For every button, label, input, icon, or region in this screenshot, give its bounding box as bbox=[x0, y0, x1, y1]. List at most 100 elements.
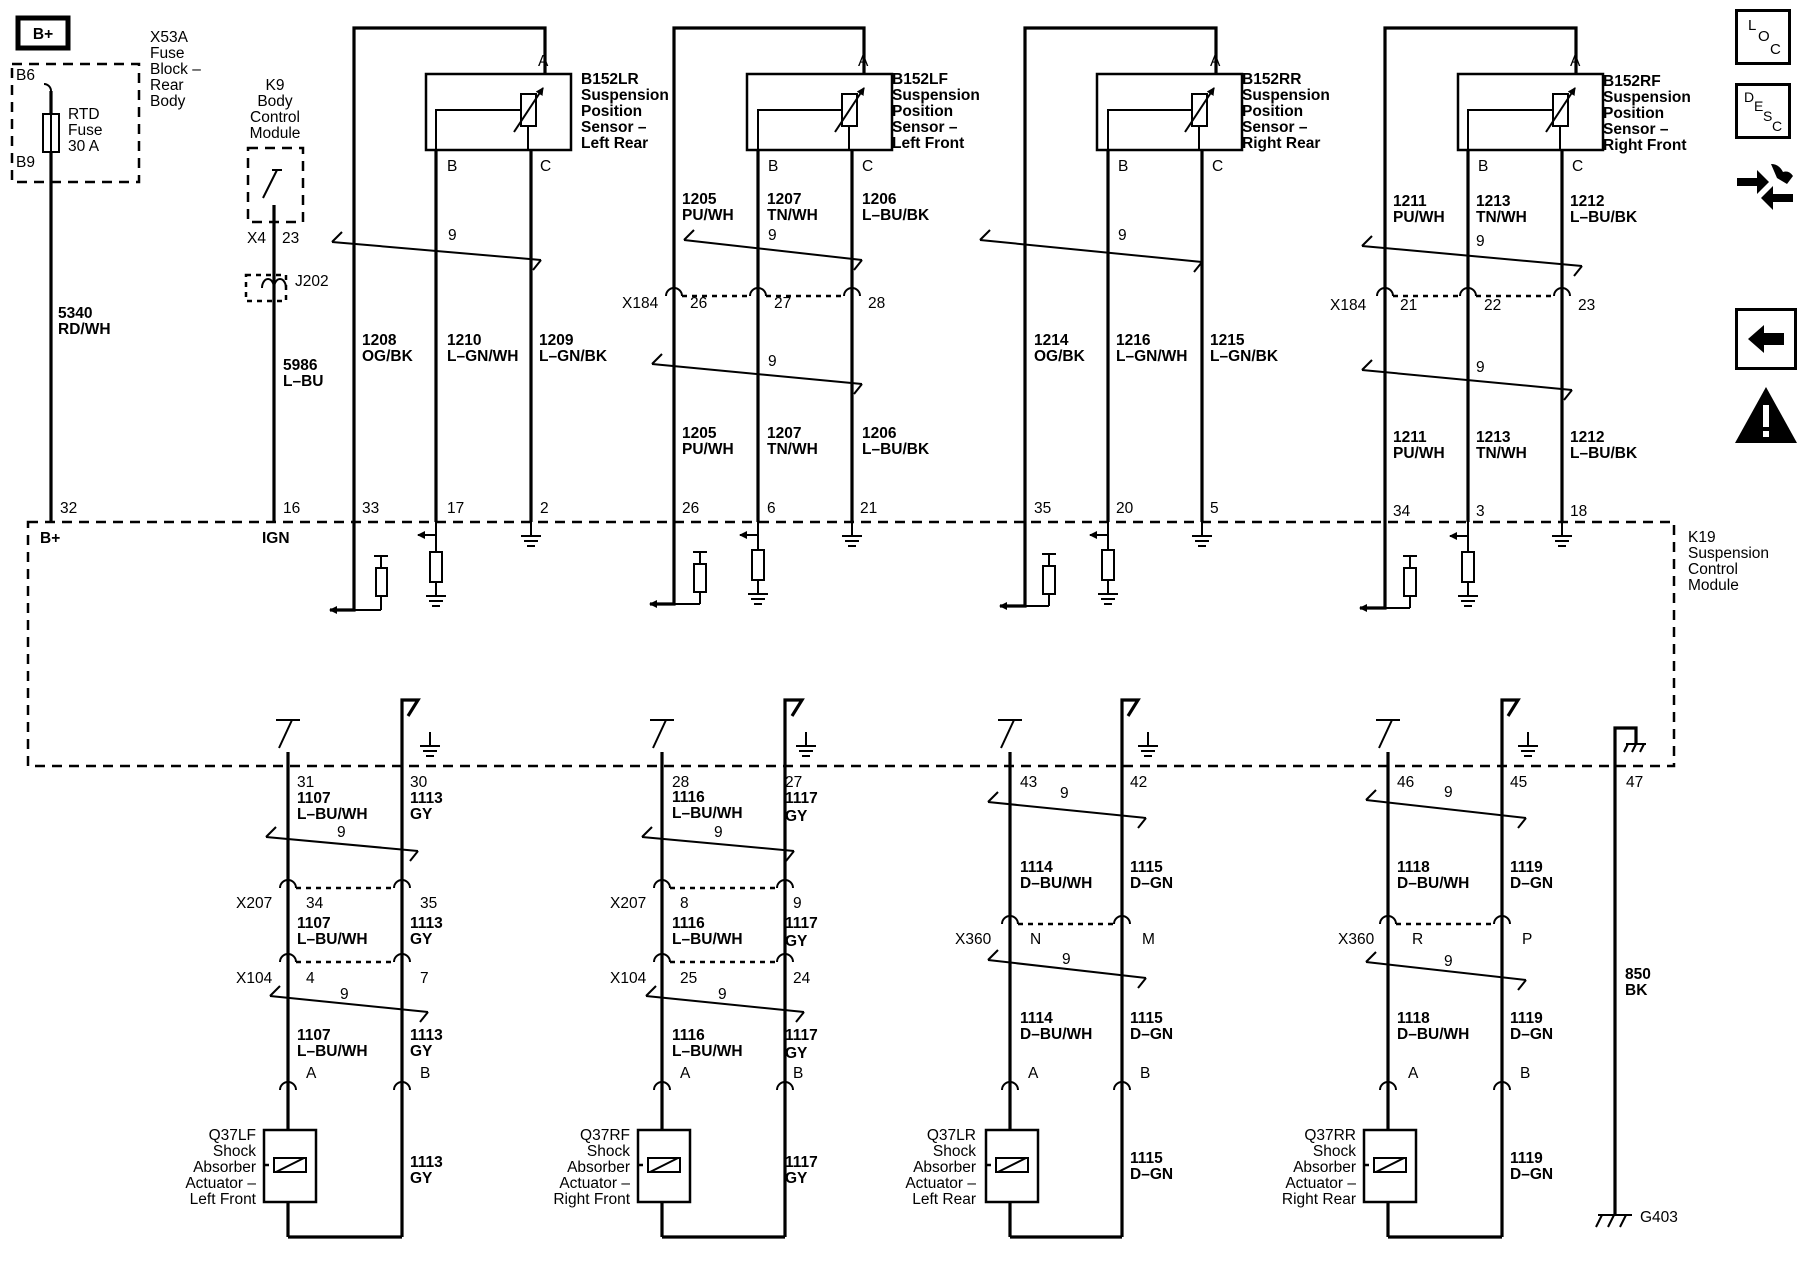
module-pin-26: 26 bbox=[682, 500, 699, 517]
actuator-rr-pin-a: A bbox=[1408, 1065, 1419, 1082]
sensor-lr-wire-a[interactable] bbox=[352, 26, 547, 522]
actuator-rr-pin-a-icon[interactable] bbox=[1379, 1081, 1397, 1091]
component-description-button[interactable]: D E S C bbox=[1735, 83, 1791, 139]
connector-x207-pin-icon[interactable] bbox=[653, 879, 671, 889]
sensor-rf-wire-a[interactable] bbox=[1383, 26, 1578, 522]
wire-1118-lower-color: D–BU/WH bbox=[1397, 1026, 1469, 1043]
wire-1205-lower-circuit: 1205 bbox=[682, 425, 717, 442]
warning-button[interactable] bbox=[1733, 385, 1799, 445]
sensor-rf-name-3: Position bbox=[1603, 105, 1664, 122]
x207-pin-35: 35 bbox=[420, 895, 437, 912]
module-pin-3: 3 bbox=[1476, 503, 1485, 520]
x104-pin-25: 25 bbox=[680, 970, 697, 987]
wire-1116-lower-circuit: 1116 bbox=[672, 1027, 705, 1044]
connector-x360-pin-icon[interactable] bbox=[1113, 915, 1131, 925]
sensor-lf-wire-a[interactable] bbox=[672, 26, 866, 522]
actuator-lf-pin-b-icon[interactable] bbox=[393, 1081, 411, 1091]
fuse-pin-b6: B6 bbox=[16, 67, 35, 84]
wire-1212-lower-color: L–BU/BK bbox=[1570, 445, 1638, 462]
actuator-lr-pin-a: A bbox=[1028, 1065, 1039, 1082]
x207-pin-8: 8 bbox=[680, 895, 689, 912]
connector-x360-pin-icon[interactable] bbox=[1493, 915, 1511, 925]
sensor-lf-name-4: Sensor – bbox=[892, 119, 958, 136]
module-pin-16: 16 bbox=[283, 500, 300, 517]
actuator-lr-pin-a-icon[interactable] bbox=[1001, 1081, 1019, 1091]
sensor-lr-pin-c: C bbox=[540, 158, 551, 175]
actuator-lr-pin-b-icon[interactable] bbox=[1113, 1081, 1131, 1091]
connector-x104-pin-icon[interactable] bbox=[393, 953, 411, 963]
actuator-rf-pin-a-icon[interactable] bbox=[653, 1081, 671, 1091]
bplus-box bbox=[15, 15, 71, 51]
bcm-pin-23: 23 bbox=[282, 230, 299, 247]
connector-x184-pin-icon[interactable] bbox=[1376, 287, 1394, 297]
connector-x207-pin-icon[interactable] bbox=[279, 879, 297, 889]
actuator-rf-twist1-label: 9 bbox=[714, 824, 723, 841]
actuator-lr-twist2-label: 9 bbox=[1062, 951, 1071, 968]
sensor-rr-name-4: Sensor – bbox=[1242, 119, 1308, 136]
connector-view-button[interactable] bbox=[1735, 156, 1795, 216]
actuator-right-rear: 46 45 9 1118 D–BU/WH 1119 D–GN X360 R P … bbox=[1282, 698, 1553, 1239]
connector-x360-pin-icon[interactable] bbox=[1001, 915, 1019, 925]
sensor-rf-name-1: B152RF bbox=[1603, 73, 1661, 90]
sensor-rr-5v-ref-icon bbox=[999, 522, 1027, 610]
wire-1117-circuit: 1117 bbox=[785, 790, 818, 807]
actuator-lr-wire-b[interactable] bbox=[1120, 698, 1141, 1237]
connector-x184-pin-icon[interactable] bbox=[1553, 287, 1571, 297]
sensor-rr-twist-label: 9 bbox=[1118, 227, 1127, 244]
connector-x104-pin-icon[interactable] bbox=[279, 953, 297, 963]
connector-x207-label: X207 bbox=[236, 895, 272, 912]
connector-x104-pin-icon[interactable] bbox=[776, 953, 794, 963]
sensor-lr-name-1: B152LR bbox=[581, 71, 639, 88]
actuator-lr-twist1-label: 9 bbox=[1060, 785, 1069, 802]
actuator-rr-wire-b[interactable] bbox=[1500, 698, 1521, 1237]
module-pin-17: 17 bbox=[447, 500, 464, 517]
wire-1211-lower-circuit: 1211 bbox=[1393, 429, 1427, 446]
x360-pin-p: P bbox=[1522, 931, 1532, 948]
connector-x184-pin-icon[interactable] bbox=[665, 287, 683, 297]
connector-x207-pin-icon[interactable] bbox=[776, 879, 794, 889]
sensor-rr-name-2: Suspension bbox=[1242, 87, 1330, 104]
sensor-rr-pin-c: C bbox=[1212, 158, 1223, 175]
connector-x184-pin-icon[interactable] bbox=[749, 287, 767, 297]
connector-x184-pin-icon[interactable] bbox=[843, 287, 861, 297]
sensor-rr-name-5: Right Rear bbox=[1242, 135, 1320, 152]
fuse-name-2: Fuse bbox=[68, 122, 102, 139]
wire-1119-return-color: D–GN bbox=[1510, 1166, 1553, 1183]
component-locator-button[interactable]: L O C bbox=[1735, 9, 1791, 65]
sensor-rr-wire-a[interactable] bbox=[1023, 26, 1218, 522]
wire-1116-lower-color: L–BU/WH bbox=[672, 1043, 743, 1060]
sensor-rf-name-5: Right Front bbox=[1603, 137, 1687, 154]
actuator-rf-twist2-label: 9 bbox=[718, 986, 727, 1003]
actuator-rf-wire-b[interactable] bbox=[783, 698, 805, 1237]
sensor-lf-name-2: Suspension bbox=[892, 87, 980, 104]
twisted-pair-marker bbox=[979, 239, 1203, 263]
twisted-pair-marker bbox=[987, 959, 1147, 979]
wire-850[interactable] bbox=[1613, 726, 1638, 1215]
wire-1213-lower-circuit: 1213 bbox=[1476, 429, 1511, 446]
sensor-lf-body bbox=[745, 72, 894, 152]
svg-text:L: L bbox=[1748, 17, 1756, 34]
wire-1216-circuit: 1216 bbox=[1116, 332, 1151, 349]
connector-x184-pin-icon[interactable] bbox=[1459, 287, 1477, 297]
module-pin-18: 18 bbox=[1570, 503, 1587, 520]
module-pin-21: 21 bbox=[860, 500, 877, 517]
desc-icon: D E S C bbox=[1744, 89, 1782, 134]
back-button[interactable] bbox=[1735, 308, 1797, 370]
k19-name-1: K19 bbox=[1688, 529, 1716, 546]
wire-1119-color: D–GN bbox=[1510, 875, 1553, 892]
connector-x207-pin-icon[interactable] bbox=[393, 879, 411, 889]
connector-x360-pin-icon[interactable] bbox=[1379, 915, 1397, 925]
connector-x104-pin-icon[interactable] bbox=[653, 953, 671, 963]
actuator-lr-name-2: Shock bbox=[933, 1143, 976, 1160]
connector-x184-label: X184 bbox=[1330, 297, 1367, 314]
actuator-rf-name-1: Q37RF bbox=[580, 1127, 630, 1144]
sensor-lr-body bbox=[424, 72, 573, 152]
actuator-lf-pin-a-icon[interactable] bbox=[279, 1081, 297, 1091]
actuator-lf-wire-b[interactable] bbox=[400, 698, 421, 1237]
sensor-lf-twist1-label: 9 bbox=[768, 227, 777, 244]
actuator-rf-pin-b-icon[interactable] bbox=[776, 1081, 794, 1091]
wire-1119-return-circuit: 1119 bbox=[1510, 1150, 1543, 1167]
wire-1113-lower-color: GY bbox=[410, 1043, 433, 1060]
module-pin-20: 20 bbox=[1116, 500, 1134, 517]
actuator-rr-pin-b-icon[interactable] bbox=[1493, 1081, 1511, 1091]
